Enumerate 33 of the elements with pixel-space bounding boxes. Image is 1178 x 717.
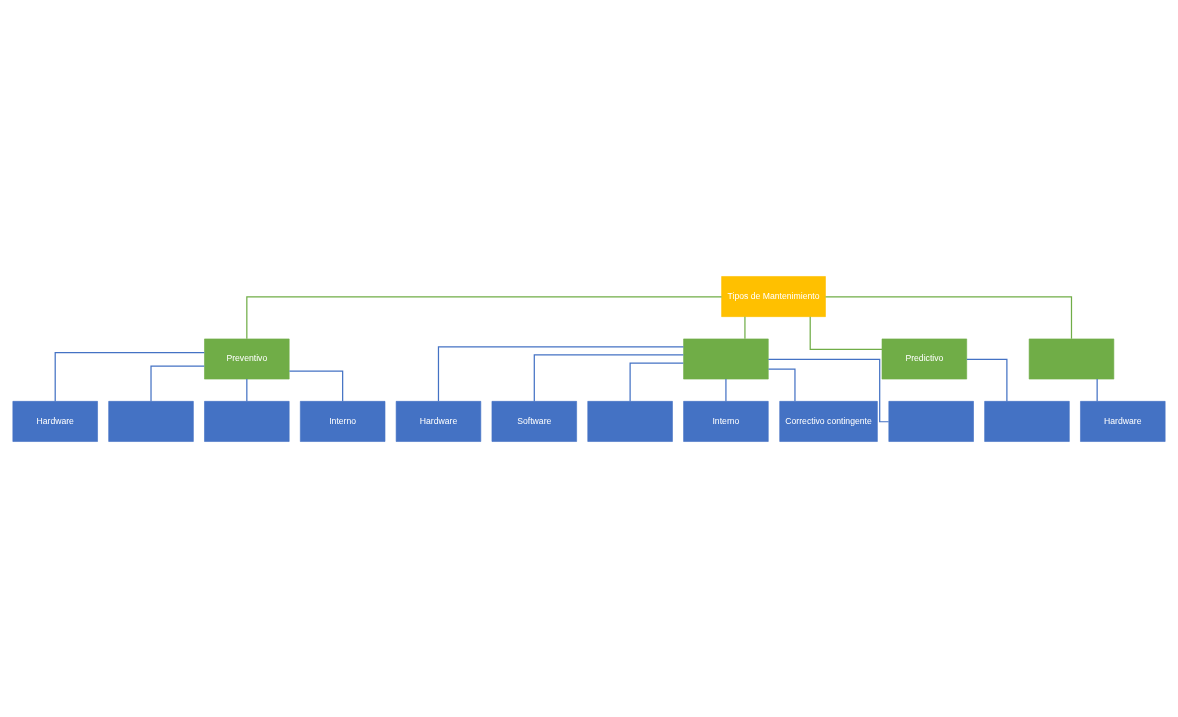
node-box [587,400,673,442]
node-box: Predictivo [881,338,967,379]
connector [437,345,685,402]
connector [725,378,727,402]
node-box [984,400,1070,442]
connector [1096,378,1098,402]
node-box: Tipos de Mantenimiento [721,275,826,317]
node-box: Hardware [395,400,482,442]
node-box: Interno [683,400,769,442]
connector [966,358,1008,402]
node-box [1028,338,1115,379]
node-box: Preventivo [204,338,290,379]
connector [54,351,205,402]
connector [150,365,205,402]
node-box [888,400,974,442]
node-box: Correctivo contingente [779,400,878,442]
node-box: Hardware [12,400,98,442]
connector [629,361,684,402]
node-box [204,400,290,442]
connector [809,315,883,350]
node-box [108,400,194,442]
node-box: Hardware [1080,400,1166,442]
connector [767,368,796,402]
connector [246,295,723,339]
connector [825,295,1073,339]
node-box [683,338,769,379]
connector [533,353,684,402]
node-box: Interno [300,400,386,442]
node-box: Software [491,400,577,442]
connector [246,378,248,402]
connector [767,358,890,422]
connector [288,369,344,402]
connector [744,315,746,339]
